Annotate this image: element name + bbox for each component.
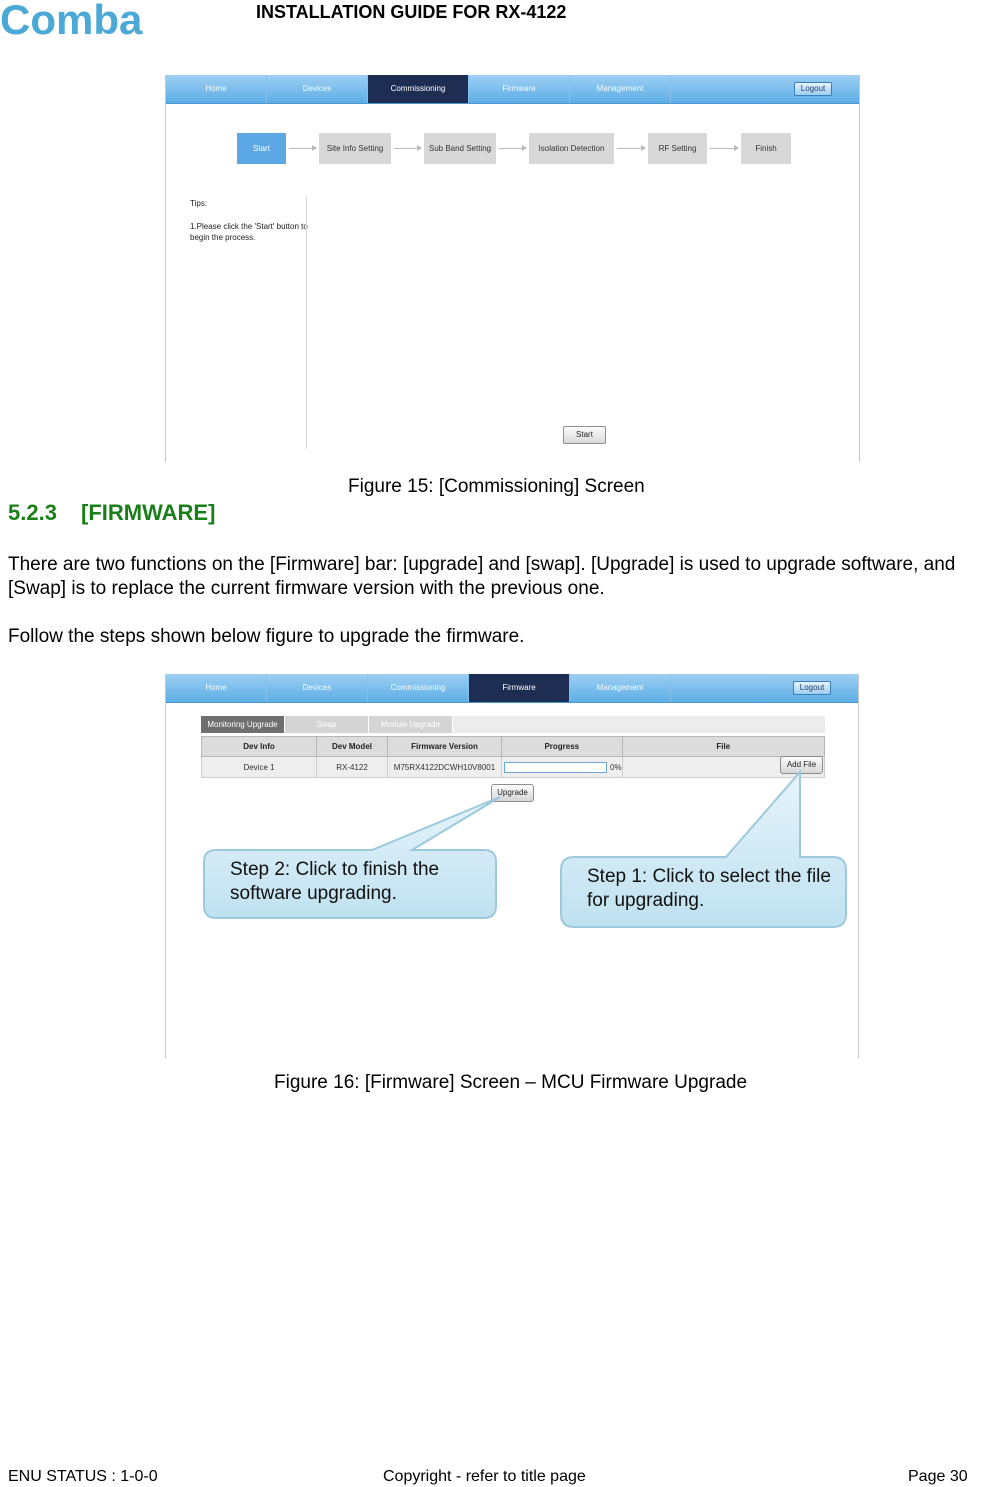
subtab-swap[interactable]: Swap — [285, 716, 369, 733]
table-header-row: Dev Info Dev Model Firmware Version Prog… — [201, 736, 826, 757]
step-isolation-detection[interactable]: Isolation Detection — [529, 133, 614, 164]
upgrade-button[interactable]: Upgrade — [491, 784, 534, 802]
progress-wrap: 0% — [502, 761, 622, 773]
start-button[interactable]: Start — [563, 426, 606, 444]
footer-copyright: Copyright - refer to title page — [383, 1468, 586, 1485]
step-arrow — [394, 145, 422, 151]
tab-management[interactable]: Management — [570, 75, 671, 103]
section-paragraph-1: There are two functions on the [Firmware… — [8, 554, 956, 599]
commissioning-screenshot: Home Devices Commissioning Firmware Mana… — [165, 75, 860, 462]
logo-text: Comba — [0, 0, 143, 40]
tab-commissioning[interactable]: Commissioning — [368, 674, 469, 702]
step-sub-band-setting[interactable]: Sub Band Setting — [424, 133, 496, 164]
comba-logo: Comba — [0, 0, 143, 40]
tab-commissioning[interactable]: Commissioning — [368, 75, 469, 103]
cell-dev-model: RX-4122 — [316, 756, 388, 778]
nav-bar: Home Devices Commissioning Firmware Mana… — [166, 674, 858, 703]
step-start[interactable]: Start — [237, 133, 286, 164]
col-dev-info: Dev Info — [201, 736, 317, 757]
tab-management[interactable]: Management — [570, 674, 671, 702]
cell-progress: 0% — [501, 756, 623, 778]
figure15-caption: Figure 15: [Commissioning] Screen — [348, 476, 645, 497]
col-file: File — [621, 736, 826, 757]
step-site-info-setting[interactable]: Site Info Setting — [319, 133, 391, 164]
cell-dev-info: Device 1 — [201, 756, 317, 778]
cell-firmware-version: M75RX4122DCWH10V8001 — [387, 756, 502, 778]
col-dev-model: Dev Model — [316, 736, 388, 757]
step-arrow — [617, 145, 646, 151]
table-row: Device 1 RX-4122 M75RX4122DCWH10V8001 0% — [201, 756, 826, 778]
tab-devices[interactable]: Devices — [267, 674, 368, 702]
tab-home[interactable]: Home — [166, 674, 267, 702]
progress-bar — [504, 761, 607, 773]
section-paragraph-2: Follow the steps shown below figure to u… — [8, 626, 525, 647]
step-arrow — [710, 145, 739, 151]
step-arrow — [499, 145, 527, 151]
document-title: INSTALLATION GUIDE FOR RX-4122 — [256, 2, 567, 22]
tab-home[interactable]: Home — [166, 75, 267, 103]
tips-text: 1.Please click the 'Start' button to beg… — [190, 222, 308, 242]
firmware-table: Dev Info Dev Model Firmware Version Prog… — [201, 736, 826, 778]
step-finish[interactable]: Finish — [741, 133, 791, 164]
subtab-monitoring-upgrade[interactable]: Monitoring Upgrade — [201, 716, 285, 733]
figure16-caption: Figure 16: [Firmware] Screen – MCU Firmw… — [274, 1072, 748, 1093]
logout-button[interactable]: Logout — [793, 681, 831, 695]
tab-firmware[interactable]: Firmware — [469, 674, 570, 702]
step-rf-setting[interactable]: RF Setting — [648, 133, 707, 164]
tips-divider — [306, 197, 307, 449]
step-arrow — [289, 145, 317, 151]
col-progress: Progress — [501, 736, 623, 757]
firmware-subtabs: Monitoring Upgrade Swap Module Upgrade — [201, 716, 825, 733]
progress-label: 0% — [610, 762, 622, 772]
tips-title: Tips: — [190, 199, 208, 208]
section-title: [FIRMWARE] — [81, 500, 216, 525]
footer-status: ENU STATUS : 1-0-0 — [8, 1468, 158, 1485]
nav-bar: Home Devices Commissioning Firmware Mana… — [166, 75, 859, 104]
tab-firmware[interactable]: Firmware — [469, 75, 570, 103]
callout-step1-text: Step 1: Click to select the file for upg… — [587, 866, 831, 911]
section-number: 5.2.3 — [8, 500, 57, 525]
subtab-module-upgrade[interactable]: Module Upgrade — [369, 716, 453, 733]
add-file-button[interactable]: Add File — [780, 756, 823, 774]
logout-button[interactable]: Logout — [794, 82, 832, 96]
footer-page-number: Page 30 — [908, 1468, 968, 1485]
callout-step2-text: Step 2: Click to finish the software upg… — [230, 859, 440, 904]
col-firmware-version: Firmware Version — [387, 736, 502, 757]
tab-devices[interactable]: Devices — [267, 75, 368, 103]
